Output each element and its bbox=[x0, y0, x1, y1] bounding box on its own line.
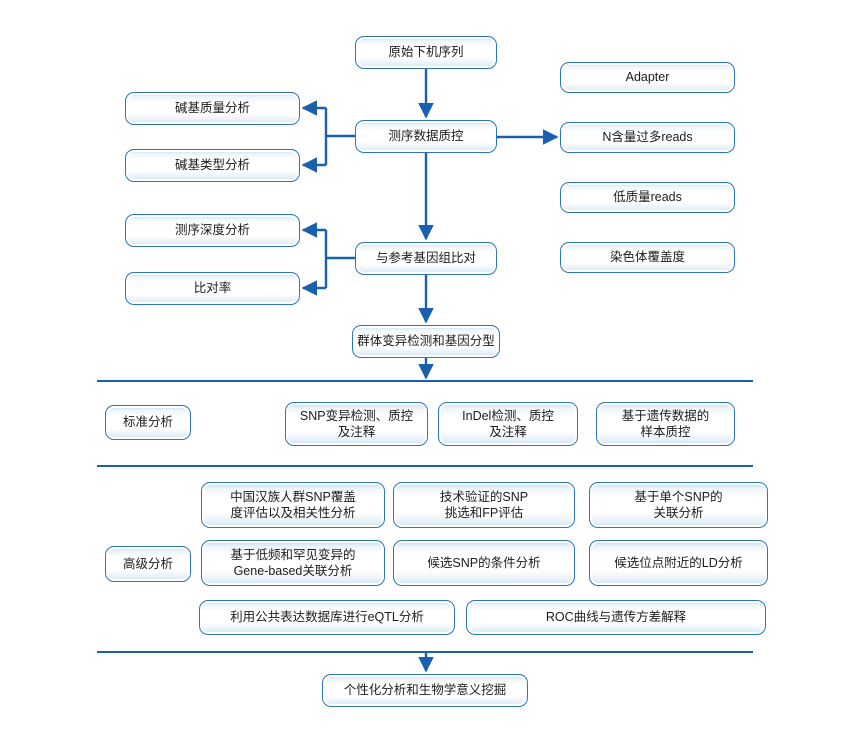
node-low-quality-reads: 低质量reads bbox=[560, 182, 735, 213]
node-roc-variance: ROC曲线与遗传方差解释 bbox=[466, 600, 766, 635]
node-base-quality: 碱基质量分析 bbox=[125, 92, 300, 125]
node-eqtl-analysis: 利用公共表达数据库进行eQTL分析 bbox=[199, 600, 455, 635]
bracket-qc-left bbox=[324, 108, 355, 165]
node-n-reads: N含量过多reads bbox=[560, 122, 735, 153]
node-validated-snp: 技术验证的SNP 挑选和FP评估 bbox=[393, 482, 575, 528]
node-sample-qc: 基于遗传数据的 样本质控 bbox=[596, 402, 735, 446]
section-divider-top bbox=[97, 380, 753, 383]
label-standard-analysis: 标准分析 bbox=[105, 405, 191, 440]
section-divider-middle bbox=[97, 465, 753, 468]
node-snp-detection: SNP变异检测、质控 及注释 bbox=[285, 402, 428, 446]
node-seq-qc: 测序数据质控 bbox=[355, 120, 497, 153]
node-adapter: Adapter bbox=[560, 62, 735, 93]
node-single-snp-assoc: 基于单个SNP的 关联分析 bbox=[589, 482, 768, 528]
section-divider-bottom bbox=[97, 651, 753, 654]
node-personalized-analysis: 个性化分析和生物学意义挖掘 bbox=[322, 674, 528, 707]
node-ld-analysis: 候选位点附近的LD分析 bbox=[589, 540, 768, 586]
node-seq-depth: 测序深度分析 bbox=[125, 214, 300, 247]
node-chromosome-coverage: 染色体覆盖度 bbox=[560, 242, 735, 273]
node-mapping-rate: 比对率 bbox=[125, 272, 300, 305]
node-align-ref: 与参考基因组比对 bbox=[355, 242, 497, 275]
bracket-align-left bbox=[324, 230, 355, 288]
node-gene-based-assoc: 基于低频和罕见变异的 Gene-based关联分析 bbox=[201, 540, 385, 586]
node-variant-genotyping: 群体变异检测和基因分型 bbox=[352, 325, 500, 358]
node-raw-reads: 原始下机序列 bbox=[355, 36, 497, 69]
label-advanced-analysis: 高级分析 bbox=[105, 546, 191, 582]
node-han-snp-coverage: 中国汉族人群SNP覆盖 度评估以及相关性分析 bbox=[201, 482, 385, 528]
node-indel-detection: InDel检测、质控 及注释 bbox=[438, 402, 578, 446]
node-conditional-analysis: 候选SNP的条件分析 bbox=[393, 540, 575, 586]
node-base-type: 碱基类型分析 bbox=[125, 149, 300, 182]
